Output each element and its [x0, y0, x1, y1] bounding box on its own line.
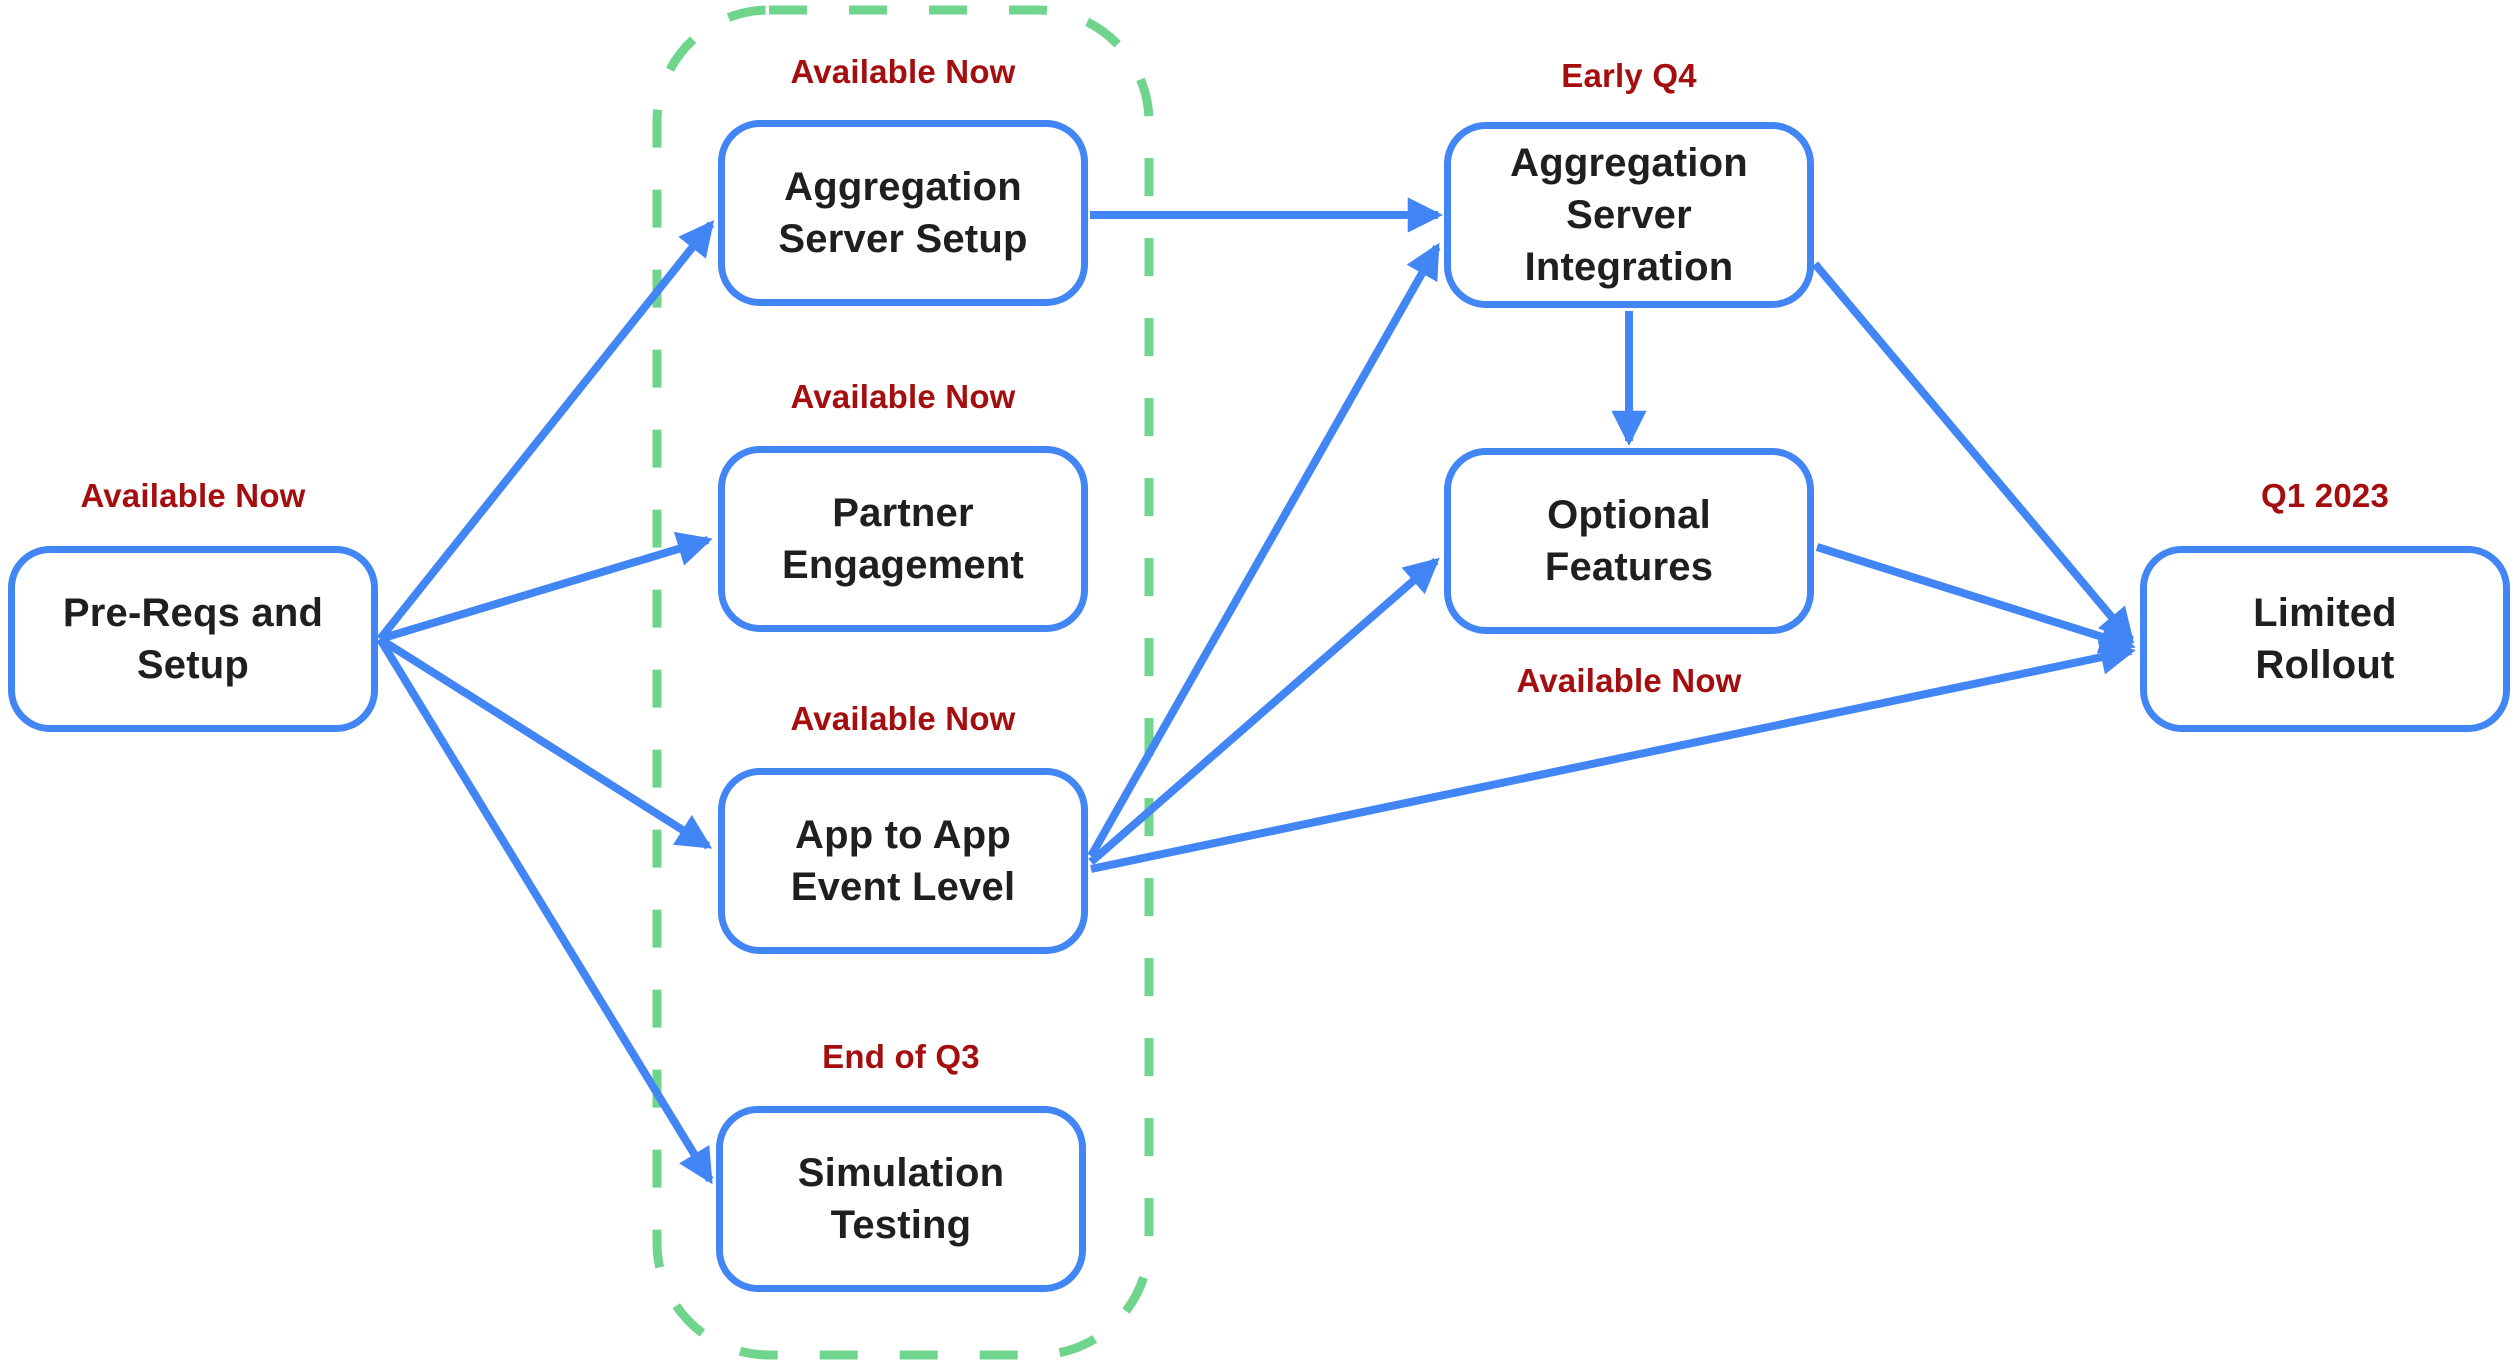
status-pre-reqs-and-setup: Available Now: [80, 477, 306, 514]
status-aggregation-server-integration: Early Q4: [1561, 57, 1697, 94]
status-simulation-testing: End of Q3: [822, 1038, 980, 1075]
edge-optional-features-to-limited-rollout: [1815, 543, 2136, 654]
group-available-now-dashed-box: [652, 5, 1154, 1360]
edge-pre-reqs-to-app-to-app-event-level: [377, 635, 713, 850]
node-label-app-to-app-event-level: App to App Event Level: [790, 813, 1016, 909]
edge-pre-reqs-to-aggregation-server-setup: [376, 220, 715, 642]
edge-pre-reqs-to-simulation-testing: [376, 636, 714, 1185]
node-aggregation-server-integration: Aggregation Server Integration: [1444, 122, 1814, 308]
node-label-aggregation-server-integration: Aggregation Server Integration: [1510, 141, 1748, 289]
node-label-simulation-testing: Simulation Testing: [797, 1151, 1005, 1247]
node-label-pre-reqs-and-setup: Pre-Reqs and Setup: [62, 591, 324, 687]
status-optional-features: Available Now: [1516, 662, 1742, 699]
status-aggregation-server-setup: Available Now: [790, 53, 1016, 90]
status-app-to-app-event-level: Available Now: [790, 700, 1016, 737]
edge-aggregation-server-integration-to-limited-rollout: [1811, 261, 2135, 644]
node-label-partner-engagement: Partner Engagement: [781, 491, 1025, 587]
edge-app-to-app-to-optional-features: [1088, 557, 1440, 866]
edge-app-to-app-to-limited-rollout: [1090, 639, 2136, 873]
node-label-optional-features: Optional Features: [1544, 493, 1714, 589]
node-optional-features: Optional Features: [1444, 448, 1814, 634]
node-partner-engagement: Partner Engagement: [718, 446, 1088, 632]
node-label-limited-rollout: Limited Rollout: [2253, 591, 2397, 687]
edge-pre-reqs-to-partner-engagement: [378, 531, 713, 643]
node-simulation-testing: Simulation Testing: [716, 1106, 1086, 1292]
status-limited-rollout: Q1 2023: [2260, 477, 2390, 514]
status-partner-engagement: Available Now: [790, 378, 1016, 415]
node-pre-reqs-and-setup: Pre-Reqs and Setup: [8, 546, 378, 732]
node-aggregation-server-setup: Aggregation Server Setup: [718, 120, 1088, 306]
edge-app-to-app-to-aggregation-server-integration: [1087, 242, 1441, 858]
node-label-aggregation-server-setup: Aggregation Server Setup: [778, 165, 1028, 261]
node-limited-rollout: Limited Rollout: [2140, 546, 2510, 732]
node-app-to-app-event-level: App to App Event Level: [718, 768, 1088, 954]
